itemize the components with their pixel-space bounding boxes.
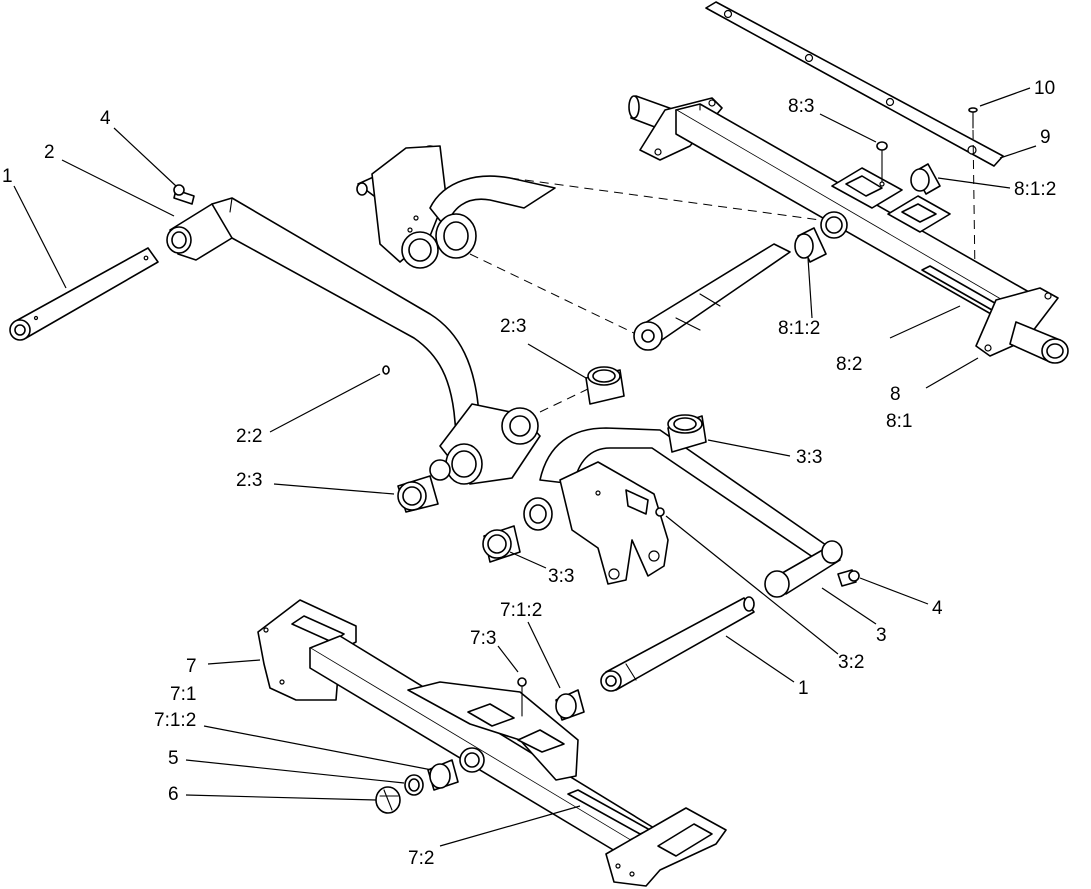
alignment-line-bushing bbox=[539, 387, 591, 413]
part-clip-6 bbox=[375, 786, 401, 814]
part-screw-4-right bbox=[837, 569, 860, 587]
callout-5: 5 bbox=[168, 748, 179, 769]
part-frame-7 bbox=[257, 599, 727, 887]
alignment-line-upper bbox=[509, 177, 821, 221]
part-bushing-3-3-right bbox=[667, 414, 707, 453]
callout-3-3-left: 3:3 bbox=[548, 566, 574, 587]
part-crank-arm bbox=[356, 145, 556, 269]
part-bushing-8-1-2-mid bbox=[794, 227, 827, 263]
part-tube-pin bbox=[633, 243, 791, 351]
callout-8-1: 8:1 bbox=[886, 411, 912, 432]
callout-8-3: 8:3 bbox=[788, 96, 814, 117]
part-bushing-2-3-bottom bbox=[397, 475, 439, 513]
callout-1-left: 1 bbox=[2, 166, 13, 187]
part-bushing-2-3-top bbox=[585, 366, 625, 405]
callout-7-1-2-left: 7:1:2 bbox=[154, 710, 196, 731]
part-flat-bar bbox=[705, 1, 1004, 167]
callout-2-2: 2:2 bbox=[236, 426, 262, 447]
callout-3: 3 bbox=[876, 625, 887, 646]
part-grease-fitting-8-3 bbox=[876, 141, 888, 187]
part-pin-1-right bbox=[600, 596, 755, 692]
callout-4-right: 4 bbox=[932, 598, 943, 619]
callout-8-1-2-mid: 8:1:2 bbox=[778, 318, 820, 339]
callout-7-1: 7:1 bbox=[170, 684, 196, 705]
alignment-line-lower bbox=[469, 253, 641, 337]
callout-6: 6 bbox=[168, 784, 179, 805]
part-main-arm-2 bbox=[9, 197, 541, 485]
callout-8-1-2-top: 8:1:2 bbox=[1014, 179, 1056, 200]
part-pin-10 bbox=[968, 107, 978, 276]
callout-7: 7 bbox=[186, 656, 197, 677]
part-bushing-7-1-2-left bbox=[427, 759, 459, 791]
callout-7-3: 7:3 bbox=[470, 628, 496, 649]
callout-8-2: 8:2 bbox=[836, 354, 862, 375]
callout-1-right: 1 bbox=[798, 678, 809, 699]
part-bushing-8-1-2-top bbox=[910, 163, 941, 195]
callout-3-3-right: 3:3 bbox=[796, 447, 822, 468]
callout-2-3-bottom: 2:3 bbox=[236, 470, 262, 491]
part-washer-5 bbox=[404, 774, 424, 796]
callout-4-left: 4 bbox=[100, 108, 111, 129]
callout-10: 10 bbox=[1034, 78, 1055, 99]
callout-8: 8 bbox=[890, 384, 901, 405]
callout-labels: 1 2 4 8:3 10 9 8:1:2 8:1:2 8:2 8 8:1 2:3… bbox=[2, 78, 1056, 869]
callout-2-3-top: 2:3 bbox=[500, 316, 526, 337]
part-bushing-7-1-2-top bbox=[555, 689, 585, 721]
callout-2: 2 bbox=[44, 142, 55, 163]
callout-7-1-2-top: 7:1:2 bbox=[500, 600, 542, 621]
leader-lines bbox=[13, 87, 1037, 847]
callout-9: 9 bbox=[1040, 127, 1051, 148]
part-main-tube-8 bbox=[628, 95, 1069, 364]
part-screw-4-left bbox=[173, 184, 195, 205]
part-bushing-3-3-left bbox=[482, 525, 521, 563]
callout-7-2: 7:2 bbox=[408, 848, 434, 869]
callout-3-2: 3:2 bbox=[838, 652, 864, 673]
part-second-arm-3 bbox=[523, 427, 843, 598]
